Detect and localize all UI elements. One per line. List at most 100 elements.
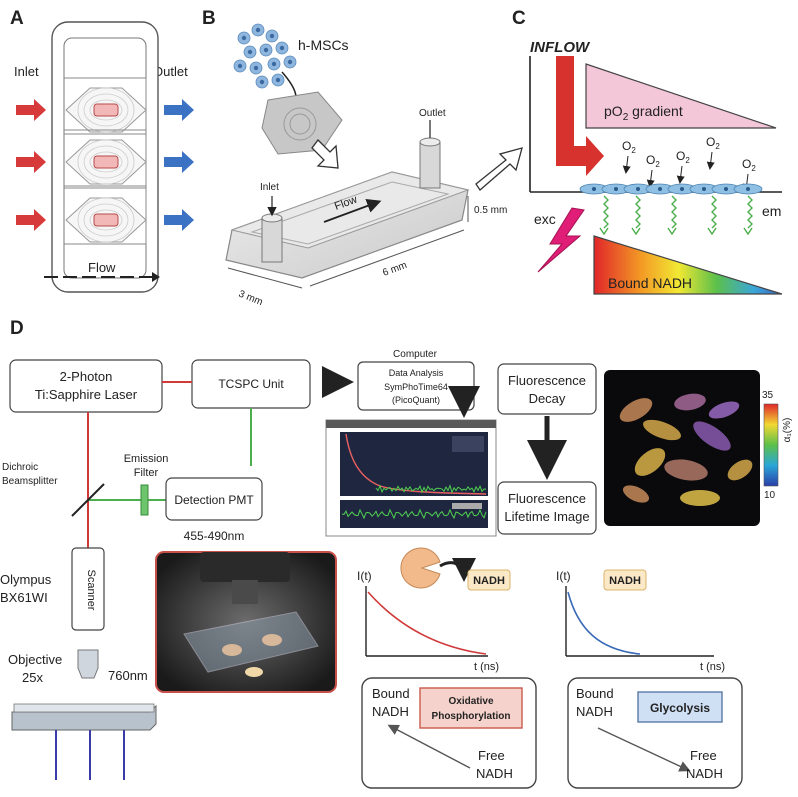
left-bound-line1: Bound — [372, 686, 410, 701]
pmt-box — [165, 477, 263, 521]
emission-filter — [140, 484, 149, 516]
o2-arrow — [646, 169, 655, 188]
cell-nucleus — [680, 187, 684, 191]
flim-cells — [619, 393, 753, 506]
flim-cell — [727, 459, 753, 481]
lifetime-line1: Fluorescence — [508, 491, 586, 506]
cell-nucleus — [271, 61, 277, 67]
flim-image — [604, 370, 760, 526]
objective-icon — [77, 649, 99, 679]
laser-box — [9, 359, 163, 413]
bound-nadh-triangle — [593, 235, 783, 295]
inlet-port — [261, 217, 283, 263]
flim-cell — [619, 398, 653, 422]
inlet-arrow-icon — [16, 151, 46, 173]
oxphos-line1: Oxidative — [448, 696, 493, 707]
cell-nucleus — [279, 45, 285, 51]
chamber-ring — [77, 197, 135, 243]
height-dimension: 0.5 mm — [474, 205, 507, 216]
outlet-arrow-icon — [164, 99, 194, 121]
left-decay-curve — [367, 591, 487, 655]
laser-line2: Ti:Sapphire Laser — [35, 387, 138, 402]
colorbar-min: 10 — [764, 490, 776, 501]
flim-cell — [634, 448, 666, 476]
flim-cell — [622, 485, 650, 503]
emission-squiggle — [671, 195, 677, 229]
squiggle-arrowhead — [707, 227, 717, 236]
po2-gradient-label: pO2 gradient — [604, 103, 683, 123]
emission-line2: Filter — [134, 467, 159, 479]
scaffold-insert — [93, 103, 119, 117]
width-dimension: 3 mm — [237, 289, 264, 309]
chamber-ring — [77, 139, 135, 185]
bound-nadh-label: Bound NADH — [608, 275, 692, 291]
emission-squiggle — [747, 195, 753, 229]
right-free-line2: NADH — [686, 766, 723, 781]
scanner-label: Scanner — [85, 570, 97, 611]
inflow-arrow-icon — [556, 56, 604, 176]
glycolysis-label: Glycolysis — [650, 701, 710, 715]
right-bound-line2: NADH — [576, 704, 613, 719]
emission-squiggle — [603, 195, 609, 229]
cell-nucleus — [287, 59, 293, 65]
decay-data-trace — [375, 484, 487, 494]
left-bound-line2: NADH — [372, 704, 409, 719]
fluorescence-decay-box — [497, 363, 597, 415]
pmt-range: 455-490nm — [184, 529, 245, 543]
cell-layer — [579, 183, 763, 195]
cell-nucleus — [658, 187, 662, 191]
right-free-line1: Free — [690, 748, 717, 763]
emission-squiggle — [635, 195, 641, 229]
left-curve-y-label: I(t) — [357, 569, 372, 583]
cell-nucleus — [241, 35, 247, 41]
length-dimension: 6 mm — [381, 260, 408, 279]
chamber-frame — [64, 187, 147, 245]
right-curve-y-label: I(t) — [556, 569, 571, 583]
panel-d: D 2-Photon Ti:Sapphire Laser TCSPC Unit … — [0, 318, 793, 789]
left-nadh-badge — [467, 569, 511, 591]
squiggle-arrowhead — [599, 227, 609, 236]
right-curve-x-label: t (ns) — [700, 661, 725, 673]
panel-b-letter: B — [202, 8, 216, 29]
left-free-line1: Free — [478, 748, 505, 763]
microscope-line2: BX61WI — [0, 590, 48, 605]
panel-c-letter: C — [512, 8, 526, 29]
o2-arrow — [622, 155, 631, 174]
lifetime-image-box — [497, 481, 597, 535]
glycolysis-box — [637, 691, 723, 723]
inlet-arrow-icon — [16, 99, 46, 121]
cell-nucleus — [255, 27, 261, 33]
colorbar-max: 35 — [762, 390, 774, 401]
hollow-arrow-icon — [475, 147, 523, 191]
chamber-ring — [89, 99, 123, 121]
scaffold-ring — [289, 113, 311, 135]
oxphos-line2: Phosphorylation — [432, 711, 511, 722]
left-nadh-badge-text: NADH — [473, 575, 505, 587]
squiggle-arrowhead — [667, 227, 677, 236]
residual-trace — [341, 508, 487, 520]
photo-chip — [183, 611, 319, 673]
left-free-line2: NADH — [476, 766, 513, 781]
chamber-ring — [83, 145, 129, 179]
chamber-group — [64, 77, 147, 245]
laser-line1: 2-Photon — [60, 369, 113, 384]
cells-label: h-MSCs — [298, 37, 349, 53]
panel-d-letter: D — [10, 318, 24, 339]
cell-nucleus — [237, 63, 243, 69]
cell-nucleus — [592, 187, 596, 191]
outlet-arrow-icon — [164, 151, 194, 173]
panel-a-outlet-label: Outlet — [153, 64, 188, 79]
dichroic-line2: Beamsplitter — [2, 476, 58, 487]
right-shift-arrow — [597, 727, 691, 772]
pacman-icon — [400, 547, 441, 589]
chip-inlet-label: Inlet — [260, 182, 279, 193]
decay-line1: Fluorescence — [508, 373, 586, 388]
chip-3d-top — [230, 171, 470, 249]
right-decay-curve — [567, 591, 641, 655]
panel-a-letter: A — [10, 8, 24, 29]
cell-nucleus — [614, 187, 618, 191]
inlet-arrow-icon — [16, 209, 46, 231]
cell-nucleus — [702, 187, 706, 191]
